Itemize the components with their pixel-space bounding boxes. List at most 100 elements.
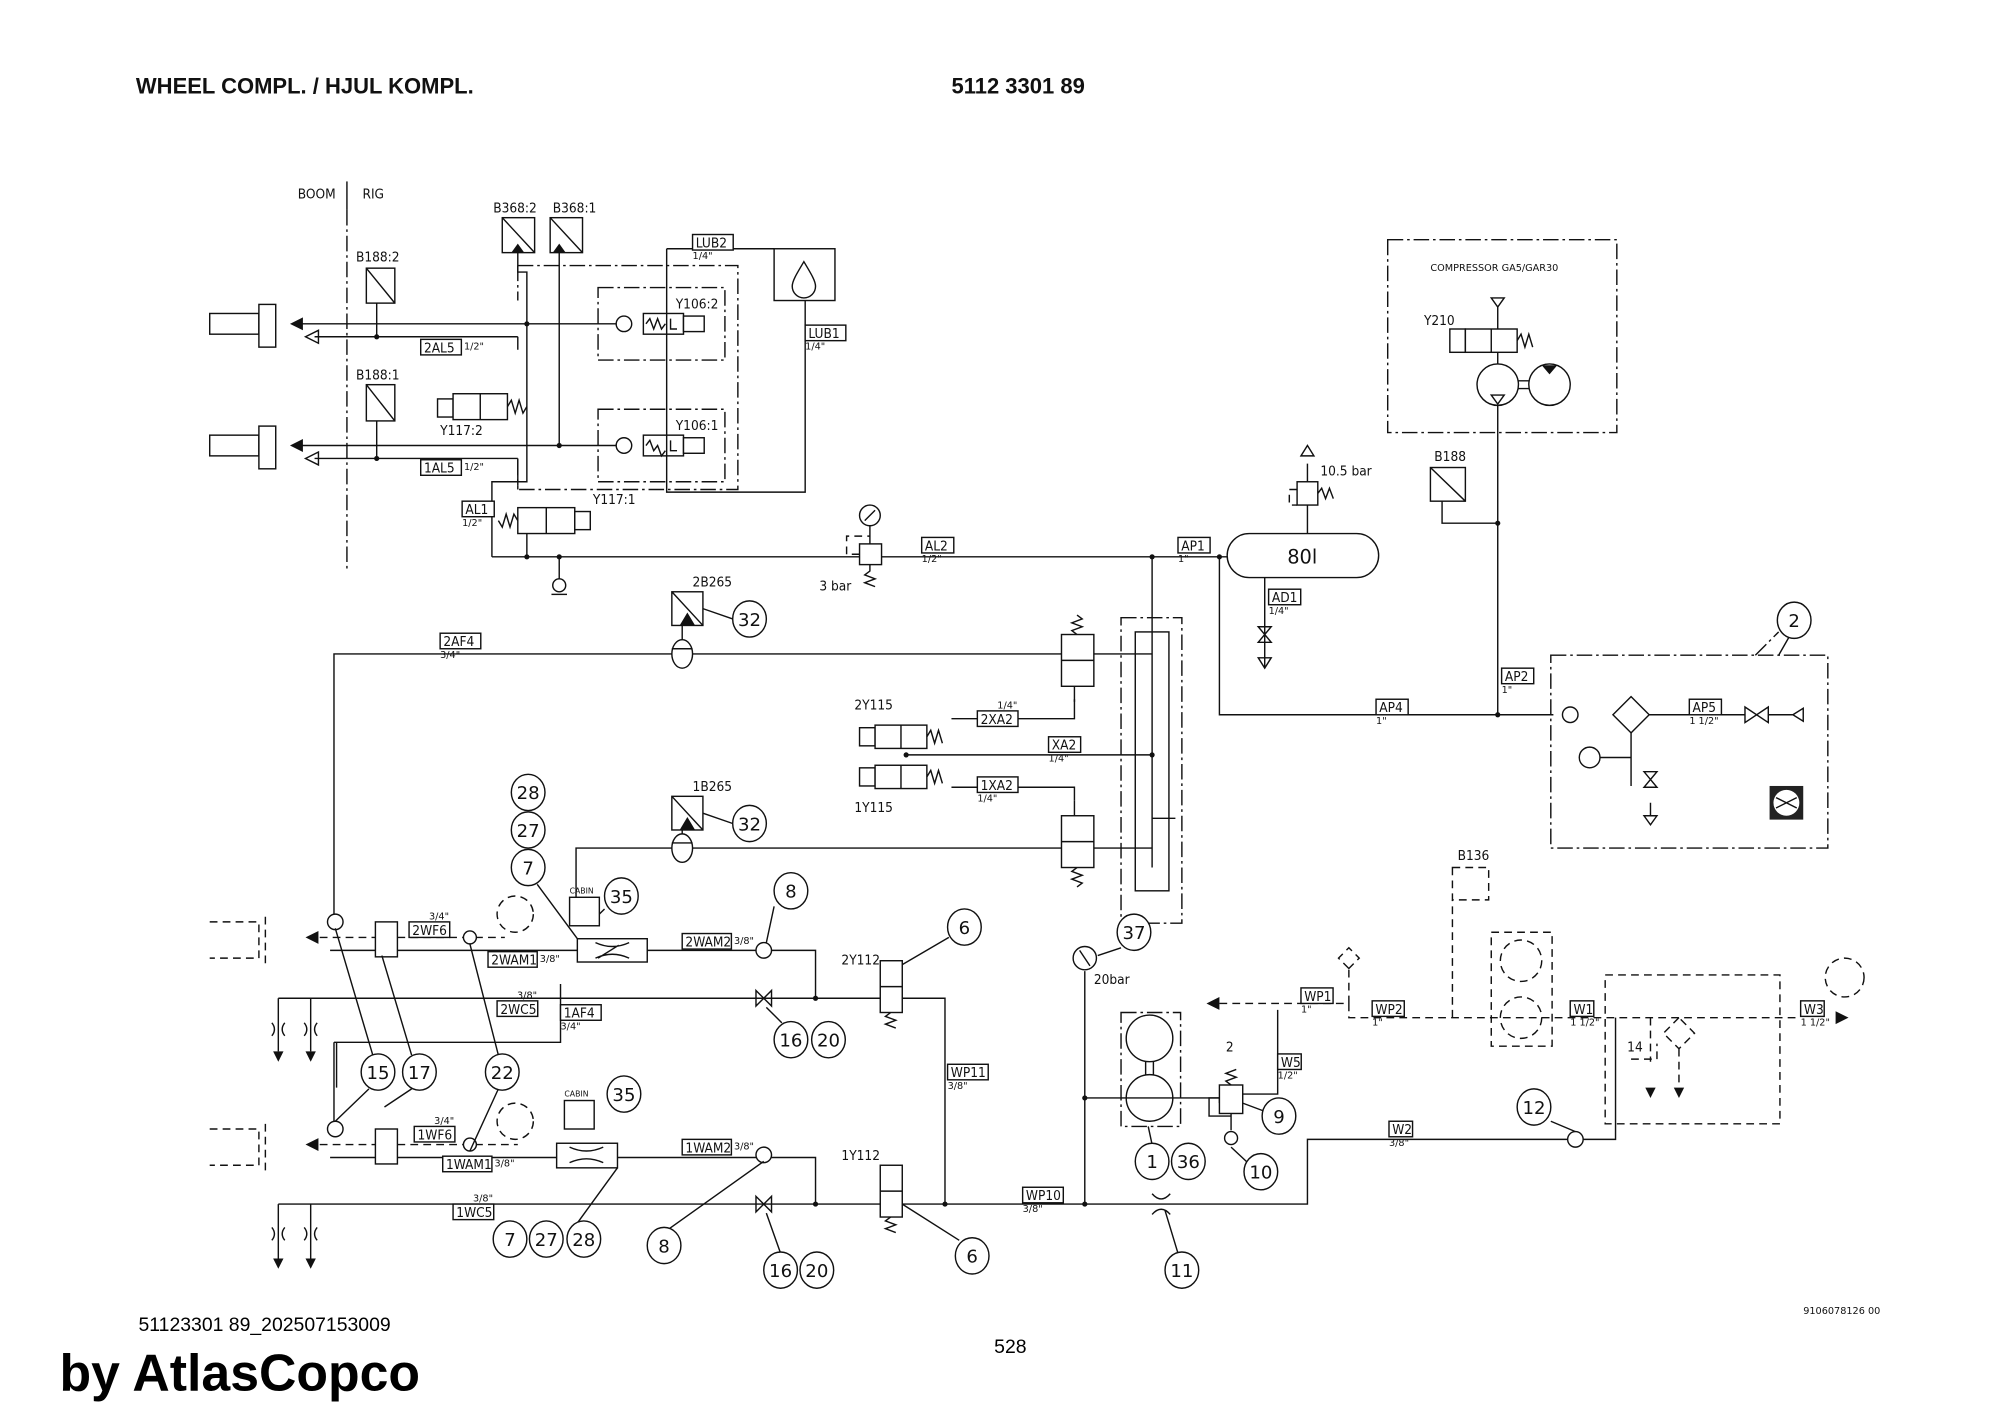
line-tag-box xyxy=(461,500,495,518)
line-tag-label: 2XA2 xyxy=(981,712,1013,728)
sensor-b368-2-label: B368:2 xyxy=(493,201,537,217)
line-tag-label: LUB1 xyxy=(808,326,839,342)
callout-number: 10 xyxy=(1249,1163,1272,1184)
line-tag-box xyxy=(496,1000,539,1018)
line-tag-box xyxy=(1047,736,1082,754)
callout-bubble xyxy=(492,1220,528,1258)
valve-2y115-label: 2Y115 xyxy=(854,698,893,714)
line-tag-box xyxy=(420,338,463,356)
line-tag-label: 1WAM2 xyxy=(685,1140,731,1156)
air-supply xyxy=(1149,238,1829,868)
line-tag-label: AL1 xyxy=(465,502,488,518)
pipe-size-label: 1/2" xyxy=(922,554,942,565)
pipe-size-label: 1/4" xyxy=(997,700,1017,711)
callout-bubble xyxy=(510,848,546,887)
callout-bubble xyxy=(510,773,546,812)
pipe-size-label: 3/4" xyxy=(561,1021,581,1032)
callout-number: 28 xyxy=(572,1230,595,1251)
pipe-size-label: 1 1/2" xyxy=(1570,1017,1599,1028)
callout-number: 20 xyxy=(805,1261,828,1282)
pipe-size-label: 1" xyxy=(1301,1005,1312,1016)
line-tag-label: W5 xyxy=(1281,1055,1301,1071)
line-tag-box xyxy=(946,1063,989,1081)
callout-bubble xyxy=(1164,1251,1200,1289)
relief-valve-number: 2 xyxy=(1226,1039,1234,1055)
pipe-size-label: 1/4" xyxy=(1269,606,1289,617)
line-tag-label: 1AF4 xyxy=(564,1006,595,1022)
sensor-b188-label: B188 xyxy=(1434,449,1466,465)
callout-bubble xyxy=(528,1220,564,1258)
pipe-size-label: 1/4" xyxy=(805,342,825,353)
line-tag-label: AP4 xyxy=(1379,700,1403,716)
valve-2y112-label: 2Y112 xyxy=(841,953,880,969)
gauge-range-label: 20bar xyxy=(1094,972,1131,988)
callout-bubble xyxy=(1261,1097,1297,1135)
sensor-b368-1-label: B368:1 xyxy=(553,201,597,217)
line-tag-label: 1AL5 xyxy=(424,461,455,477)
cabin-label: CABIN xyxy=(570,886,594,895)
valve-y117-2-label: Y117:2 xyxy=(439,423,483,439)
tank-volume-label: 80l xyxy=(1287,545,1317,568)
callout-number: 1 xyxy=(1146,1152,1158,1173)
drawing-number: 9106078126 00 xyxy=(1803,1306,1880,1317)
line-tag-label: 1XA2 xyxy=(981,778,1013,794)
callout-bubble xyxy=(731,600,768,638)
line-tag-box xyxy=(420,459,463,476)
callout-bubble xyxy=(731,804,768,843)
callout-number: 36 xyxy=(1177,1152,1200,1173)
pipe-size-label: 3/8" xyxy=(540,954,560,965)
pipe-size-label: 3/8" xyxy=(494,1159,514,1170)
valve-y117-1-label: Y117:1 xyxy=(592,492,636,508)
line-tag-label: 1WC5 xyxy=(456,1205,492,1221)
zone-rig-label: RIG xyxy=(362,186,384,202)
callout-bubble xyxy=(606,1075,642,1113)
line-tag-box xyxy=(1688,698,1723,716)
callout-bubble xyxy=(484,1053,520,1091)
line-tag-box xyxy=(1300,987,1334,1005)
line-tag-label: 2AF4 xyxy=(443,634,474,650)
wheel-cylinder-icon xyxy=(208,303,277,470)
line-tag-box xyxy=(1388,1120,1414,1138)
pipe-size-label: 1/4" xyxy=(1049,753,1069,764)
cabin-icon xyxy=(563,1099,595,1130)
sensor-1b265-label: 1B265 xyxy=(693,779,732,795)
line-tag-label: 2WAM2 xyxy=(685,934,731,950)
line-tag-label: AP1 xyxy=(1181,538,1205,554)
pipe-size-label: 1/4" xyxy=(693,251,713,262)
line-tag-box xyxy=(920,536,955,554)
pipe-size-label: 3/8" xyxy=(1389,1138,1409,1149)
cabin-label: CABIN xyxy=(564,1090,588,1099)
callout-number: 12 xyxy=(1522,1098,1545,1119)
pipe-size-label: 3/4" xyxy=(434,1116,454,1127)
cabin-icon xyxy=(568,896,601,927)
line-tag-box xyxy=(976,776,1019,794)
callout-number: 8 xyxy=(658,1236,670,1257)
callout-bubble xyxy=(946,908,982,946)
pipe-size-label: 1 1/2" xyxy=(1689,716,1718,727)
air-tank-icon xyxy=(1226,532,1380,579)
regulator-setting-label: 3 bar xyxy=(819,578,852,594)
callout-number: 8 xyxy=(785,882,797,903)
line-tag-label: W3 xyxy=(1804,1002,1824,1018)
line-tag-box xyxy=(1371,1000,1405,1018)
item-14-label: 14 xyxy=(1627,1039,1643,1055)
pipe-size-label: 1/4" xyxy=(977,793,997,804)
sensor-b136-label: B136 xyxy=(1458,848,1490,864)
callout-number: 7 xyxy=(522,858,534,879)
line-tag-box xyxy=(487,950,538,968)
zone-boom-label: BOOM xyxy=(298,186,336,202)
callout-number: 6 xyxy=(966,1247,978,1268)
line-tag-label: LUB2 xyxy=(696,235,727,251)
callout-number: 32 xyxy=(738,610,761,631)
callout-number: 15 xyxy=(366,1063,389,1084)
pipe-size-label: 3/8" xyxy=(734,936,754,947)
callout-bubble xyxy=(1776,601,1812,640)
page-number: 528 xyxy=(994,1336,1026,1358)
callout-bubble xyxy=(603,877,639,915)
callout-bubble xyxy=(763,1251,799,1289)
callout-bubble xyxy=(799,1251,835,1289)
line-tag-box xyxy=(1177,536,1211,554)
line-tag-label: WP10 xyxy=(1026,1188,1061,1204)
